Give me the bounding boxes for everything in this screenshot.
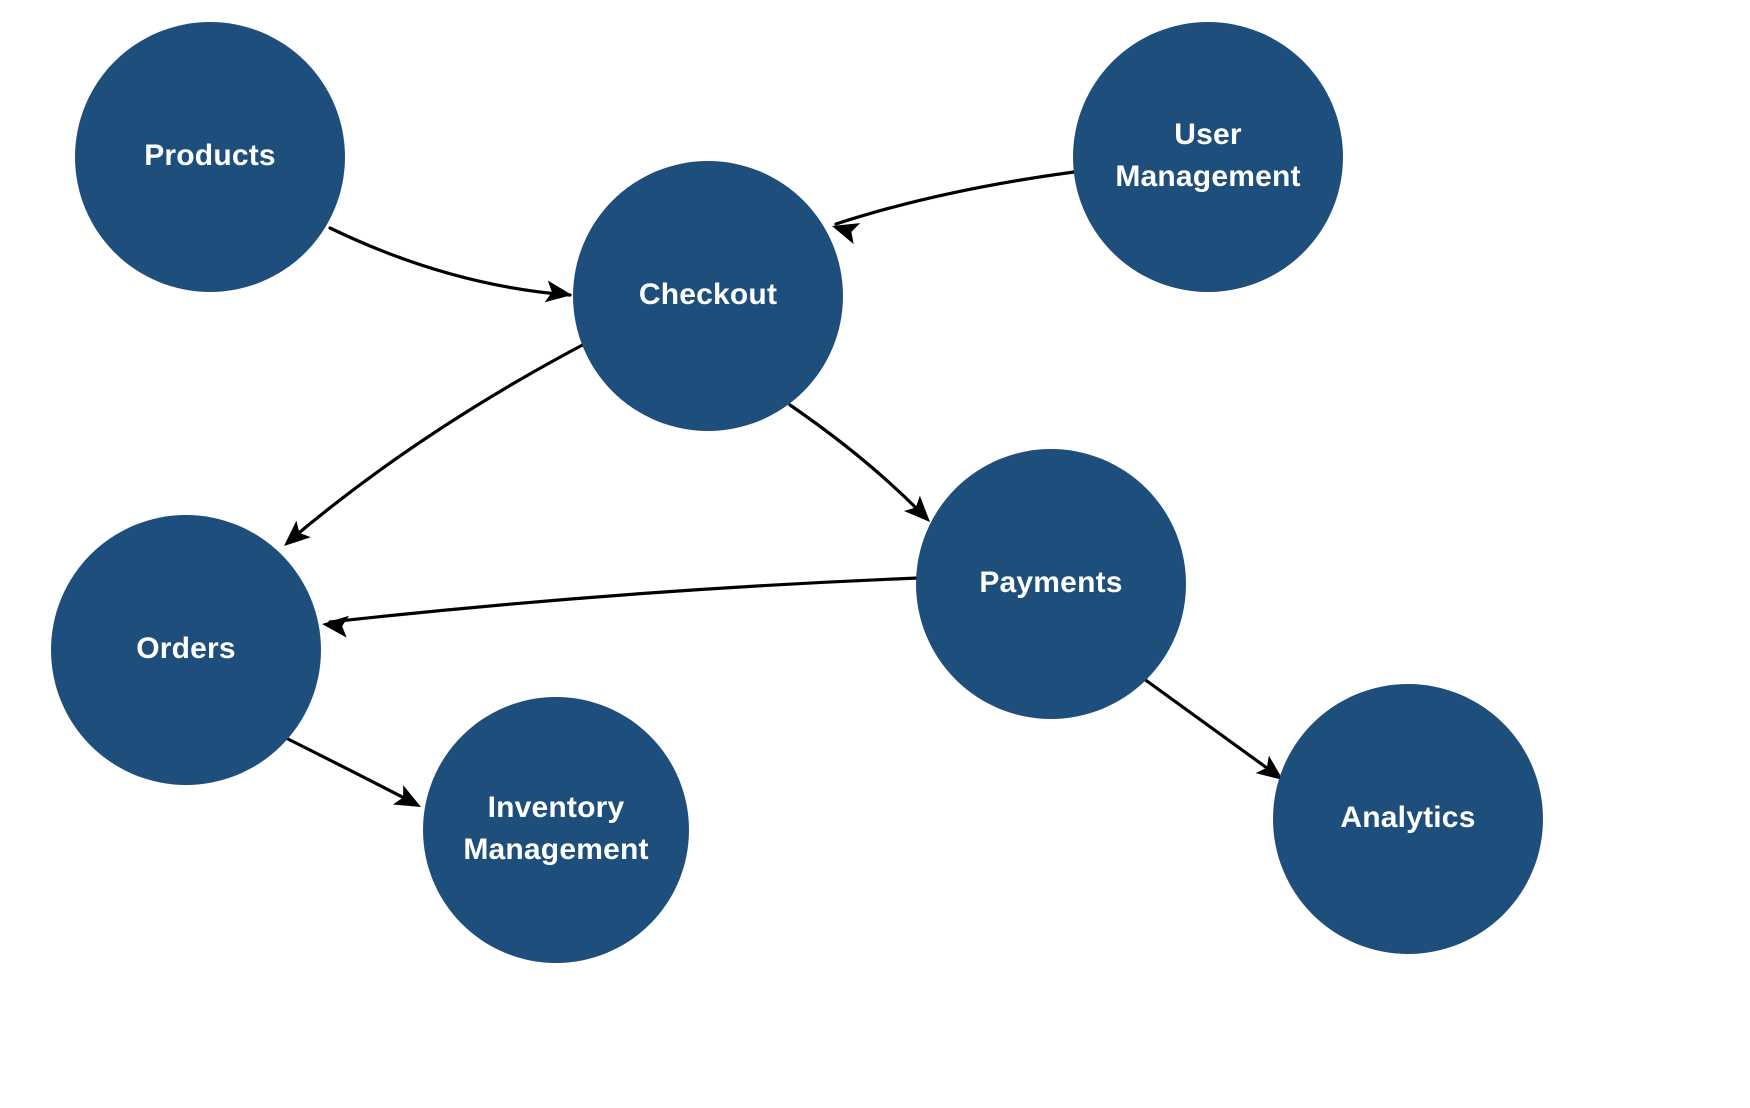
node-checkout[interactable]: Checkout [573, 161, 843, 431]
edge-products-to-checkout [328, 226, 572, 303]
node-orders[interactable]: Orders [51, 515, 321, 785]
edge-line [788, 403, 928, 520]
arrowhead-icon [392, 785, 421, 807]
edge-checkout-to-payments [788, 403, 930, 522]
edge-line [328, 576, 920, 624]
edge-orders-to-inventory [280, 734, 421, 807]
arrowhead-icon [544, 280, 572, 303]
edge-line [286, 338, 594, 544]
arrowhead-icon [322, 615, 350, 638]
edge-line [328, 226, 572, 297]
edge-checkout-to-orders [284, 338, 594, 546]
node-circle[interactable] [423, 697, 689, 963]
node-analytics[interactable]: Analytics [1273, 684, 1543, 954]
node-circle[interactable] [75, 22, 345, 292]
arrowhead-icon [284, 520, 311, 546]
node-circle[interactable] [916, 449, 1186, 719]
edges-layer [280, 170, 1283, 807]
arrowhead-icon [904, 495, 930, 522]
edge-line [280, 734, 418, 806]
edge-payments-to-orders [322, 576, 920, 638]
edge-line [1138, 674, 1280, 778]
node-circle[interactable] [573, 161, 843, 431]
node-circle[interactable] [1073, 22, 1343, 292]
arrowhead-icon [1255, 755, 1283, 780]
node-circle[interactable] [51, 515, 321, 785]
node-circle[interactable] [1273, 684, 1543, 954]
node-payments[interactable]: Payments [916, 449, 1186, 719]
edge-line [834, 170, 1076, 226]
edge-payments-to-analytics [1138, 674, 1283, 780]
node-products[interactable]: Products [75, 22, 345, 292]
edge-usermgmt-to-checkout [832, 170, 1076, 245]
arrowhead-icon [832, 223, 861, 245]
